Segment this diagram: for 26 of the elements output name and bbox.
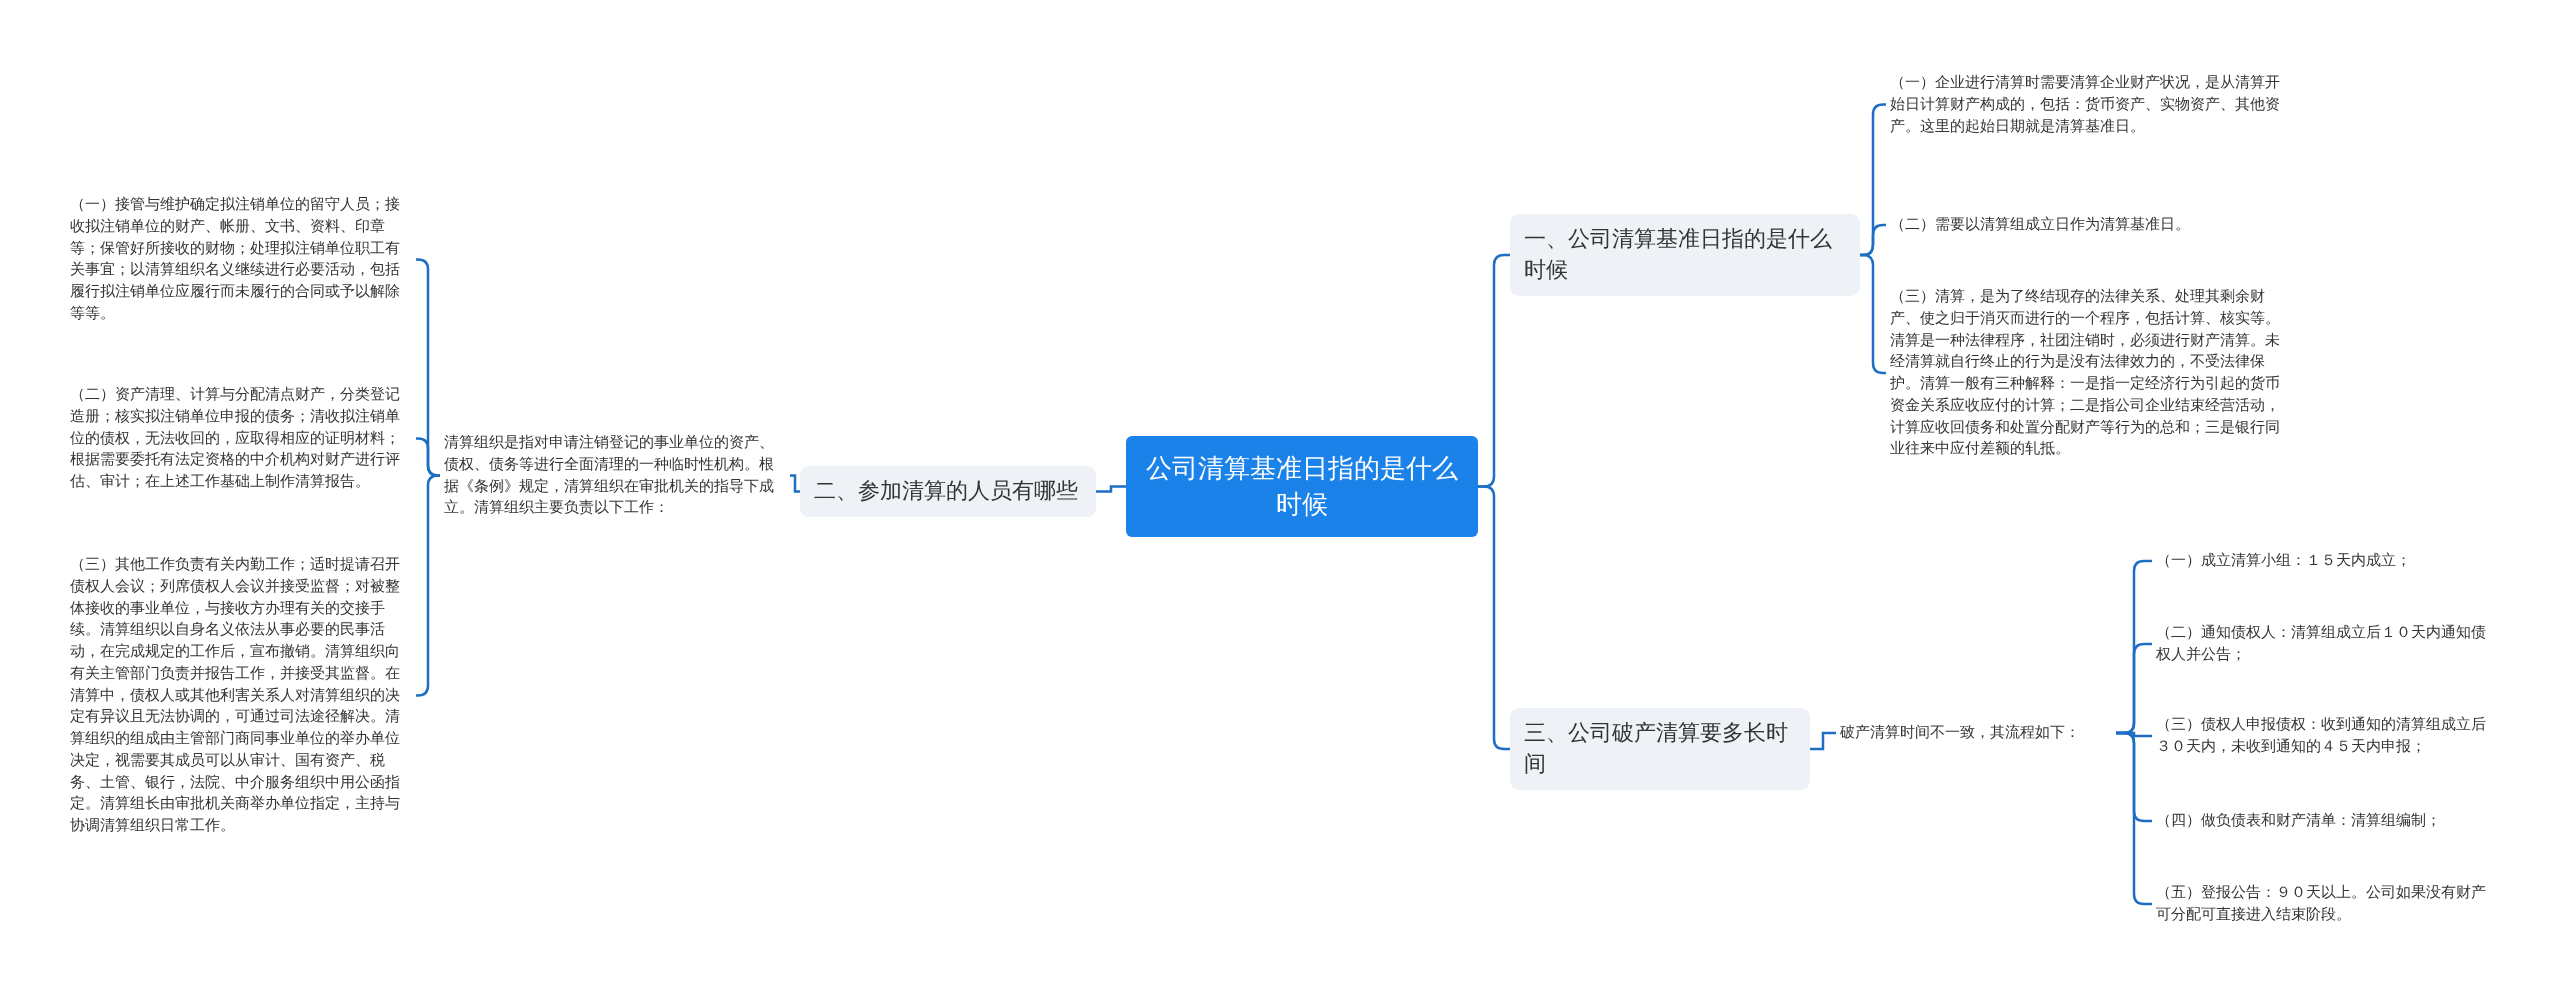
note-text: （二）需要以清算组成立日作为清算基准日。 (1890, 214, 2191, 235)
note-text: （三）债权人申报债权：收到通知的清算组成立后３０天内，未收到通知的４５天内申报； (2156, 714, 2487, 757)
note-text: （一）成立清算小组：１５天内成立； (2156, 550, 2412, 571)
topic-text: 三、公司破产清算要多长时间 (1524, 719, 1789, 778)
note-text: （五）登报公告：９０天以上。公司如果没有财产可分配可直接进入结束阶段。 (2156, 882, 2487, 925)
central-topic-box (1126, 436, 1478, 537)
note-text: （一）接管与维护确定拟注销单位的留守人员；接收拟注销单位的财产、帐册、文书、资料、印章等；保管好所接收的财物；处理拟注销单位职工有关事宜；以清算组织名义继续进行必要活动，包括履行拟注销单位应履行而未履行的合同或予以解除等等。 (70, 194, 401, 324)
note-text: （三）其他工作负责有关内勤工作；适时提请召开债权人会议；列席债权人会议并接受监督；对被整体接收的事业单位，与接收方办理有关的交接手续。清算组织以自身名义依法从事必要的民事活动，在完成规定的工作后，宣布撤销。清算组织向有关主管部门负责并报告工作，并接受其监督。在清算中，债权人或其他利害关系人对清算组织的决定有异议且无法协调的，可通过司法途径解决。清算组织的组成由主管部门商同事业单位的举办单位决定，视需要其成员可以从审计、国有资产、税务、土管、银行，法院、中介服务组织中用公函指定。清算组长由审批机关商举办单位指定，主持与协调清算组织日常工作。 (70, 554, 401, 836)
note-text: （四）做负债表和财产清单：清算组编制； (2156, 810, 2442, 831)
note-text: 破产清算时间不一致，其流程如下： (1840, 722, 2081, 743)
note-text: 清算组织是指对申请注销登记的事业单位的资产、债权、债务等进行全面清理的一种临时性机构。根据《条例》规定，清算组织在审批机关的指导下成立。清算组织主要负责以下工作： (444, 432, 775, 519)
topic-text: 公司清算基准日指的是什么时候 (1145, 452, 1459, 522)
connector-line (416, 474, 440, 697)
connector-line (1810, 731, 1836, 751)
note-text: （三）清算，是为了终结现存的法律关系、处理其剩余财产、使之归于消灭而进行的一个程序，包括计算、核实等。清算是一种法律程序，社团注销时，必须进行财产清算。未经清算就自行终止的行为是没有法律效力的，不受法律保护。清算一般有三种解释：一是指一定经济行为引起的货币资金关系应收应付的计算；二是指公司企业结束经营活动，计算应收回债务和处置分配财产等行为的总和；三是银行同业往来中应付差额的轧抵。 (1890, 286, 2281, 460)
topic-box (800, 466, 1096, 517)
topic-box (1510, 214, 1860, 296)
connector-line (1478, 485, 1510, 751)
note-text: （二）资产清理、计算与分配清点财产，分类登记造册；核实拟注销单位申报的债务；清收拟注销单位的债权，无法收回的，应取得相应的证明材料；根据需要委托有法定资格的中介机构对财产进行评估、审计；在上述工作基础上制作清算报告。 (70, 384, 401, 492)
connector-line (1096, 485, 1126, 493)
topic-text: 一、公司清算基准日指的是什么时候 (1524, 225, 1833, 284)
topic-box (1510, 708, 1810, 790)
note-text: （一）企业进行清算时需要清算企业财产状况，是从清算开始日计算财产构成的，包括：货币资产、实物资产、其他资产。这里的起始日期就是清算基准日。 (1890, 72, 2281, 137)
topic-text: 二、参加清算的人员有哪些 (814, 477, 1079, 505)
note-text: （二）通知债权人：清算组成立后１０天内通知债权人并公告； (2156, 622, 2487, 665)
connector-line (790, 474, 800, 493)
